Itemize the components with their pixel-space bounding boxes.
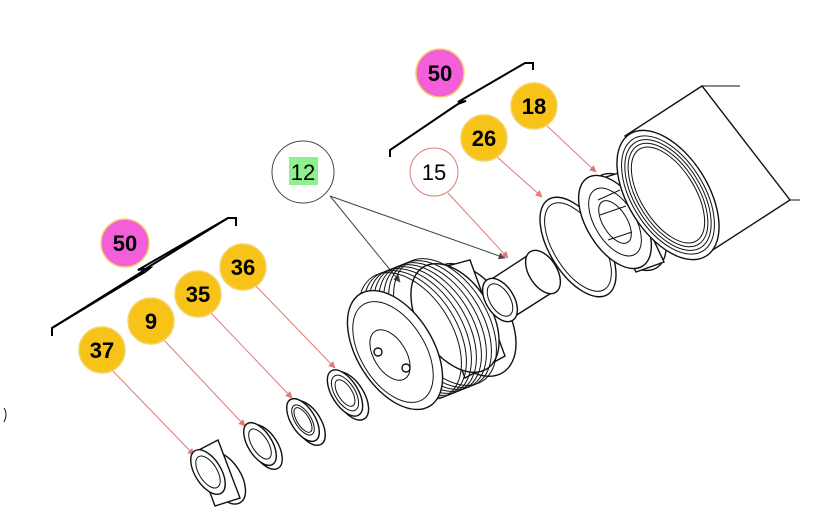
callout-35[interactable]: 35 [174,270,222,318]
leader-9 [161,337,246,427]
callout-15-label: 15 [422,160,446,185]
bracket-left-fix [51,217,237,336]
part-36-seal [326,369,370,421]
callout-12[interactable]: 12 [271,140,335,204]
part-15-sleeve [481,249,562,323]
callout-50-right-label: 50 [428,61,452,86]
bracket-right-group [389,62,534,157]
callout-50-left-label: 50 [113,231,137,256]
callout-9[interactable]: 9 [127,297,175,345]
leader-37 [109,367,195,456]
callout-37-label: 37 [90,338,114,363]
callout-50-right[interactable]: 50 [415,48,465,98]
part-35-ring [286,397,326,446]
callout-18[interactable]: 18 [510,82,558,130]
part-12-piston [346,258,517,411]
callout-15[interactable]: 15 [409,147,459,197]
part-9-ring [243,421,283,470]
callout-12-label: 12 [291,160,315,185]
leader-36 [253,283,336,369]
callout-26-label: 26 [472,126,496,151]
leader-12-b [329,195,506,260]
leader-35 [209,311,293,399]
callout-36[interactable]: 36 [219,243,267,291]
callout-36-label: 36 [231,255,255,280]
edge-mark [3,407,7,423]
callout-50-left[interactable]: 50 [100,218,150,268]
callout-37[interactable]: 37 [78,326,126,374]
leader-12-a [329,195,401,283]
callout-12-highlight [289,157,318,185]
part-37-cap [190,439,247,507]
callout-26[interactable]: 26 [460,114,508,162]
leader-18 [544,123,597,173]
part-50-cylinder [616,85,800,261]
leader-26 [495,155,543,198]
callout-18-label: 18 [522,94,546,119]
leader-15 [447,192,509,259]
callout-9-label: 9 [145,309,157,334]
callout-35-label: 35 [186,282,210,307]
